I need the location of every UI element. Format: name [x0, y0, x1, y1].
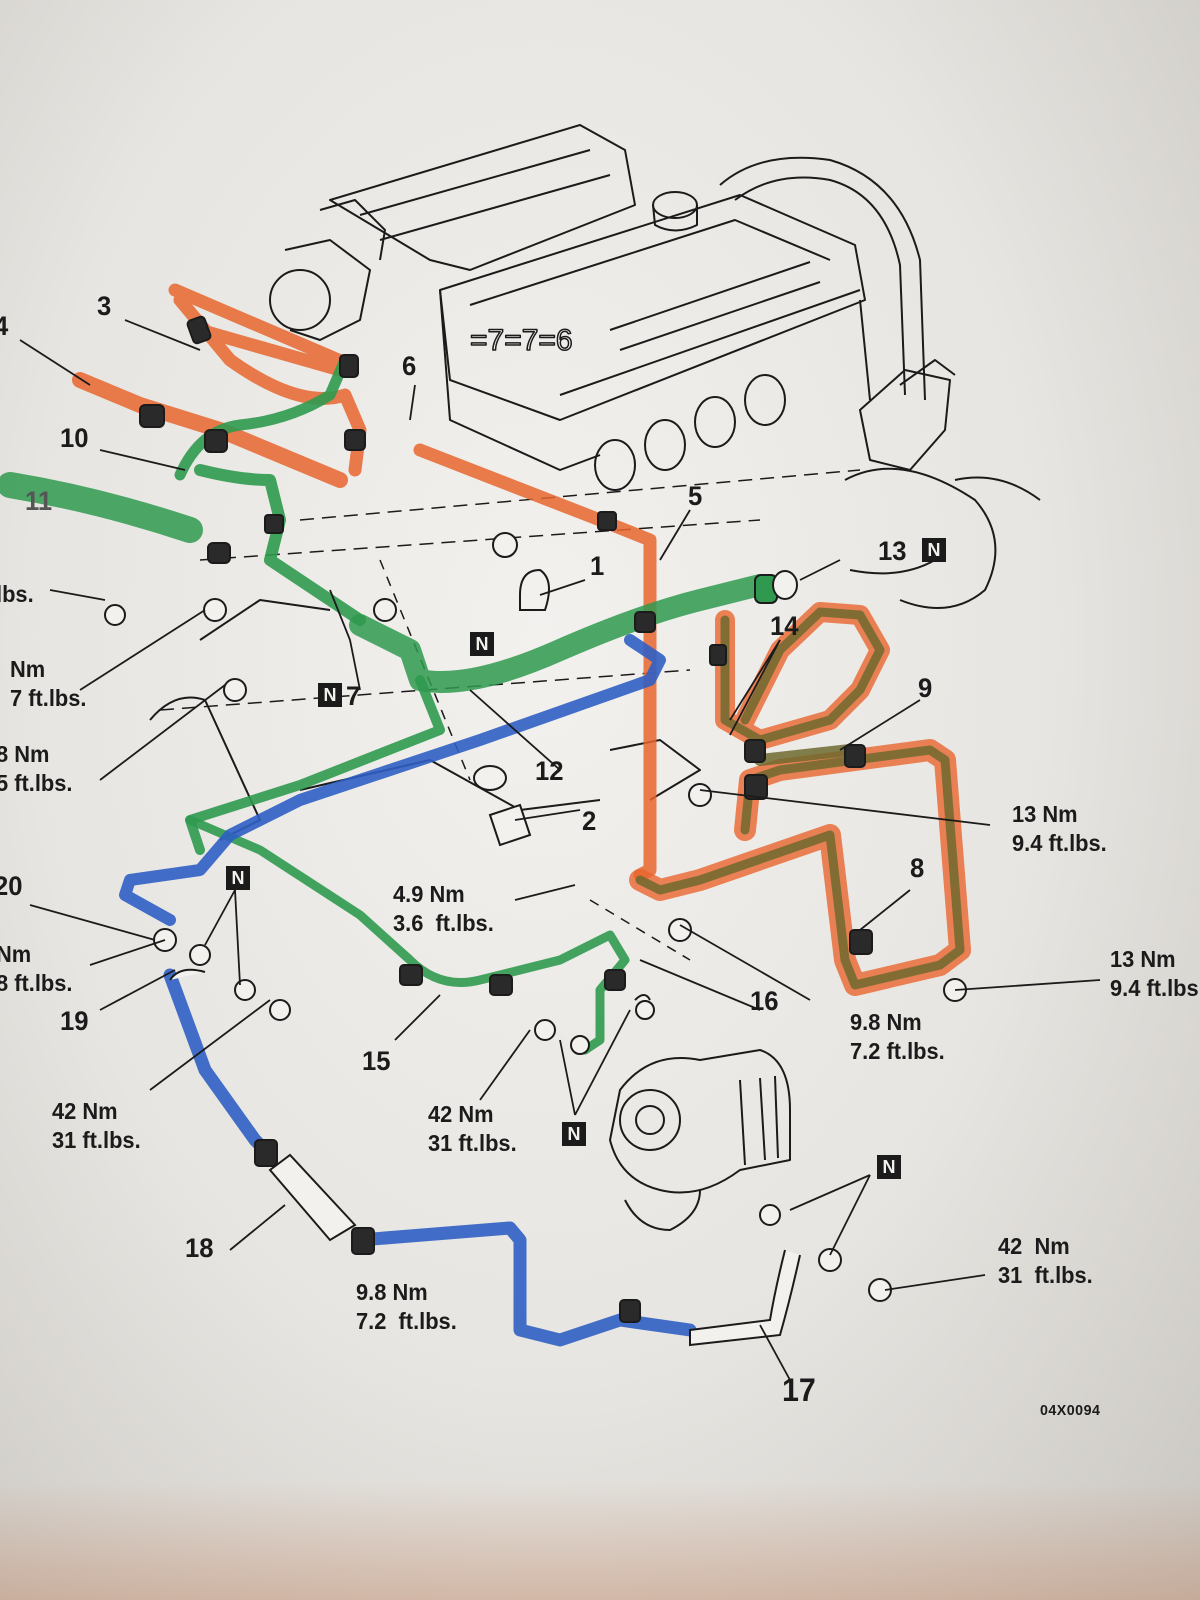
part-number-3: 3 [97, 291, 112, 321]
svg-text:=7=7=6: =7=7=6 [470, 324, 573, 357]
part-number-18: 18 [185, 1233, 214, 1263]
part-number-11: 11 [25, 486, 53, 516]
n-badge-42b: N [562, 1122, 586, 1146]
part-number-8: 8 [910, 853, 925, 883]
torque-label-9-8-nm-right: 9.8 Nm 7.2 ft.lbs. [850, 1009, 945, 1064]
part-number-14: 14 [770, 611, 799, 641]
part-number-19: 19 [60, 1006, 89, 1036]
part-number-1: 1 [590, 551, 605, 581]
part-number-2: 2 [582, 806, 597, 836]
n-badge-17: N [877, 1155, 901, 1179]
n-badge-20: N [226, 866, 250, 890]
torque-label-9-8-nm-bottom: 9.8 Nm 7.2 ft.lbs. [356, 1279, 457, 1334]
part-number-6: 6 [402, 351, 417, 381]
torque-label-13-nm-upper: 13 Nm 9.4 ft.lbs. [1012, 801, 1107, 856]
torque-label-4-9-nm: 4.9 Nm 3.6 ft.lbs. [393, 881, 494, 936]
torque-label-left-c: Nm 8 ft.lbs. [0, 941, 73, 996]
figure-code: 04X0094 [1040, 1402, 1101, 1419]
torque-label-13-nm-lower: 13 Nm 9.4 ft.lbs. [1110, 946, 1200, 1001]
orange-coolant-line [72, 283, 971, 996]
n-badge-7: N [318, 683, 342, 707]
engine-block-outline: =7=7=6 [149, 124, 1041, 1231]
torque-label-left-b: 8 Nm 5 ft.lbs. [0, 741, 73, 796]
part-number-16: 16 [750, 986, 779, 1016]
part-number-15: 15 [362, 1046, 391, 1076]
n-badge-12: N [470, 632, 494, 656]
leader-lines [19, 319, 1101, 1381]
n-badge-13: N [922, 538, 946, 562]
part-number-9: 9 [918, 673, 933, 703]
part-number-20: 20 [0, 871, 23, 901]
torque-label-left-a: Nm 7 ft.lbs. [10, 656, 87, 711]
part-number-10: 10 [60, 423, 89, 453]
part-number-17: 17 [782, 1372, 816, 1408]
torque-label-42-nm-left: 42 Nm 31 ft.lbs. [52, 1098, 141, 1153]
torque-label-left-top: lbs. [0, 581, 34, 607]
green-coolant-line [0, 354, 771, 1055]
part-number-5: 5 [688, 481, 703, 511]
hose-fittings [139, 315, 873, 1323]
torque-label-42-nm-right: 42 Nm 31 ft.lbs. [998, 1233, 1093, 1288]
part-number-7: 7 [346, 681, 361, 711]
part-number-13: 13 [878, 536, 907, 566]
part-number-4: 4 [0, 310, 8, 344]
part-number-12: 12 [535, 756, 564, 786]
torque-label-42-nm-center: 42 Nm 31 ft.lbs. [428, 1101, 517, 1156]
bolts-and-washers [104, 532, 967, 1347]
